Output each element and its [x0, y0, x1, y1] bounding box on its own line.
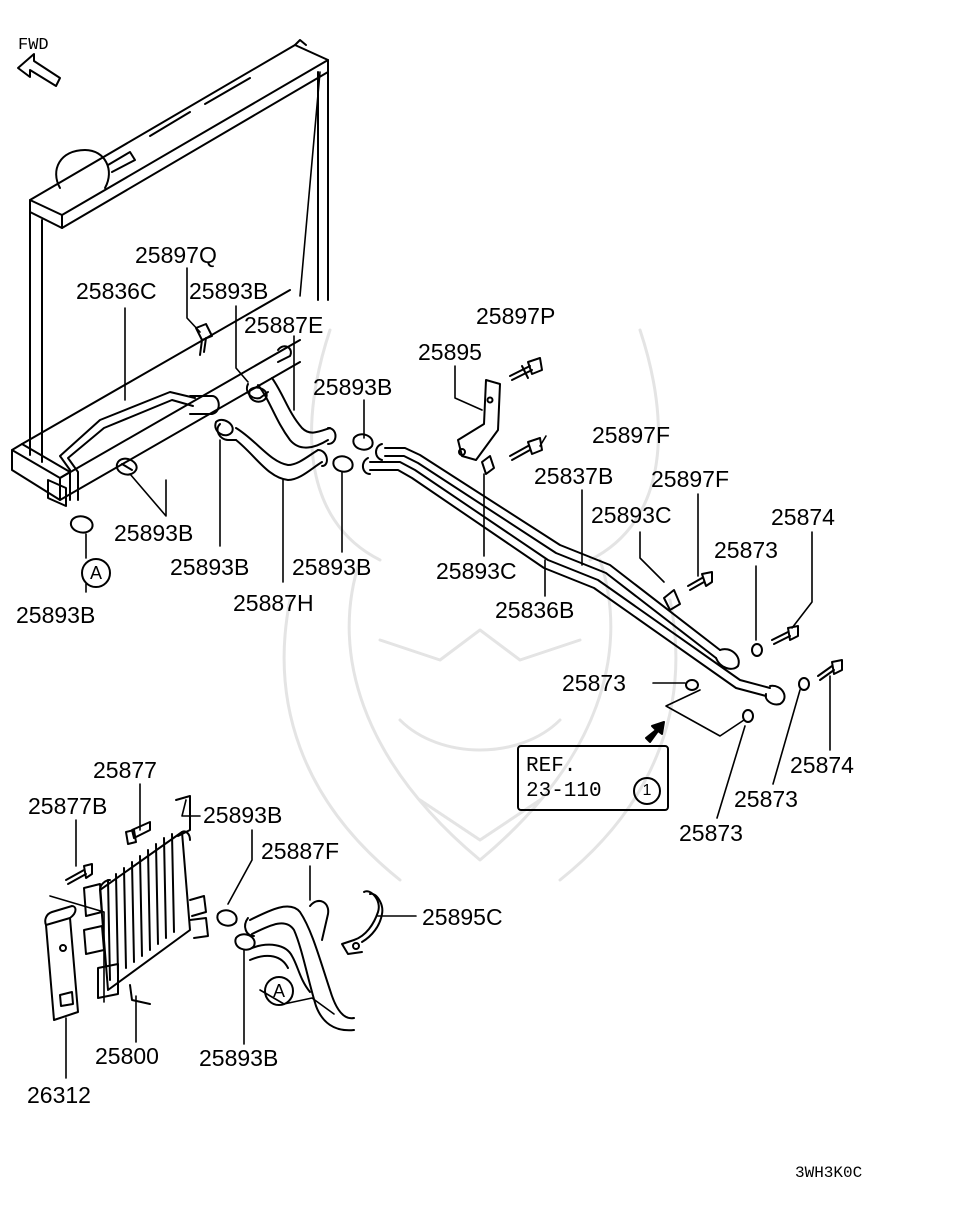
radiator — [11, 39, 329, 507]
part-label-25893b-b[interactable]: 25893B — [313, 374, 393, 400]
part-label-25897f-b[interactable]: 25897F — [651, 466, 730, 492]
hose-25887h — [216, 423, 328, 481]
callout-a-bottom: A — [264, 976, 294, 1006]
part-label-25836b[interactable]: 25836B — [495, 597, 575, 623]
clamp-25893b-lower — [216, 909, 256, 951]
bolt-25897f-lower — [687, 571, 713, 591]
bolt-25877 — [125, 821, 151, 845]
part-label-25873-b[interactable]: 25873 — [562, 670, 626, 696]
part-label-25887f[interactable]: 25887F — [261, 838, 340, 864]
bolt-25874-upper — [771, 625, 799, 645]
bolt-25877b — [65, 863, 93, 885]
pipe-25836b — [362, 457, 786, 706]
part-label-25837b[interactable]: 25837B — [534, 463, 614, 489]
part-label-25893c-a[interactable]: 25893C — [591, 502, 672, 528]
bolt-25897p — [509, 357, 543, 381]
part-label-25800[interactable]: 25800 — [95, 1043, 159, 1069]
leader-lines — [49, 71, 831, 1079]
callout-a-top: A — [81, 558, 111, 588]
bolt-25897f-upper — [509, 437, 543, 461]
pipe-25837b — [375, 443, 740, 670]
hose-clamps — [69, 386, 374, 534]
part-label-25895c[interactable]: 25895C — [422, 904, 503, 930]
part-label-25897f-a[interactable]: 25897F — [592, 422, 671, 448]
part-label-26312[interactable]: 26312 — [27, 1082, 91, 1108]
part-label-25873-a[interactable]: 25873 — [714, 537, 778, 563]
part-label-25836c[interactable]: 25836C — [76, 278, 157, 304]
bracket-25895 — [457, 379, 501, 461]
washers-25873 — [685, 643, 810, 723]
part-label-25873-c[interactable]: 25873 — [734, 786, 798, 812]
reference-box[interactable] — [517, 745, 669, 811]
part-label-25893b-f[interactable]: 25893B — [16, 602, 96, 628]
fwd-label: FWD — [18, 36, 49, 55]
part-label-25897p[interactable]: 25897P — [476, 303, 556, 329]
part-label-25893b-d[interactable]: 25893B — [170, 554, 250, 580]
part-label-25895[interactable]: 25895 — [418, 339, 482, 365]
part-label-25877[interactable]: 25877 — [93, 757, 157, 783]
part-label-25877b[interactable]: 25877B — [28, 793, 108, 819]
pipe-25836c — [59, 391, 220, 501]
diagram-code: 3WH3K0C — [795, 1164, 863, 1182]
part-label-25893c-b[interactable]: 25893C — [436, 558, 517, 584]
part-label-25893b-c[interactable]: 25893B — [114, 520, 194, 546]
part-label-25897q[interactable]: 25897Q — [135, 242, 217, 268]
fwd-arrow-icon — [17, 53, 61, 87]
shield-26312 — [44, 905, 79, 1021]
oil-cooler-25800 — [83, 795, 209, 1005]
part-label-25893b-a[interactable]: 25893B — [189, 278, 269, 304]
reference-circle-number: 1 — [633, 777, 661, 805]
hose-25887f — [244, 899, 355, 1032]
part-label-25893b-h[interactable]: 25893B — [199, 1045, 279, 1071]
bracket-25895c — [341, 890, 384, 955]
bolt-25874-lower — [817, 659, 843, 681]
part-label-25893b-e[interactable]: 25893B — [292, 554, 372, 580]
reference-line-1: REF. — [526, 755, 577, 778]
watermark-logo — [282, 328, 678, 882]
part-label-25873-d[interactable]: 25873 — [679, 820, 743, 846]
part-label-25874-a[interactable]: 25874 — [771, 504, 835, 530]
clip-25893c — [481, 455, 681, 611]
reference-line-2: 23-110 — [526, 780, 602, 803]
bolt-25897q — [195, 323, 213, 356]
ref-arrow-icon — [645, 721, 665, 743]
part-label-25874-b[interactable]: 25874 — [790, 752, 854, 778]
part-label-25887e[interactable]: 25887E — [244, 312, 324, 338]
part-label-25887h[interactable]: 25887H — [233, 590, 314, 616]
part-label-25893b-g[interactable]: 25893B — [203, 802, 283, 828]
